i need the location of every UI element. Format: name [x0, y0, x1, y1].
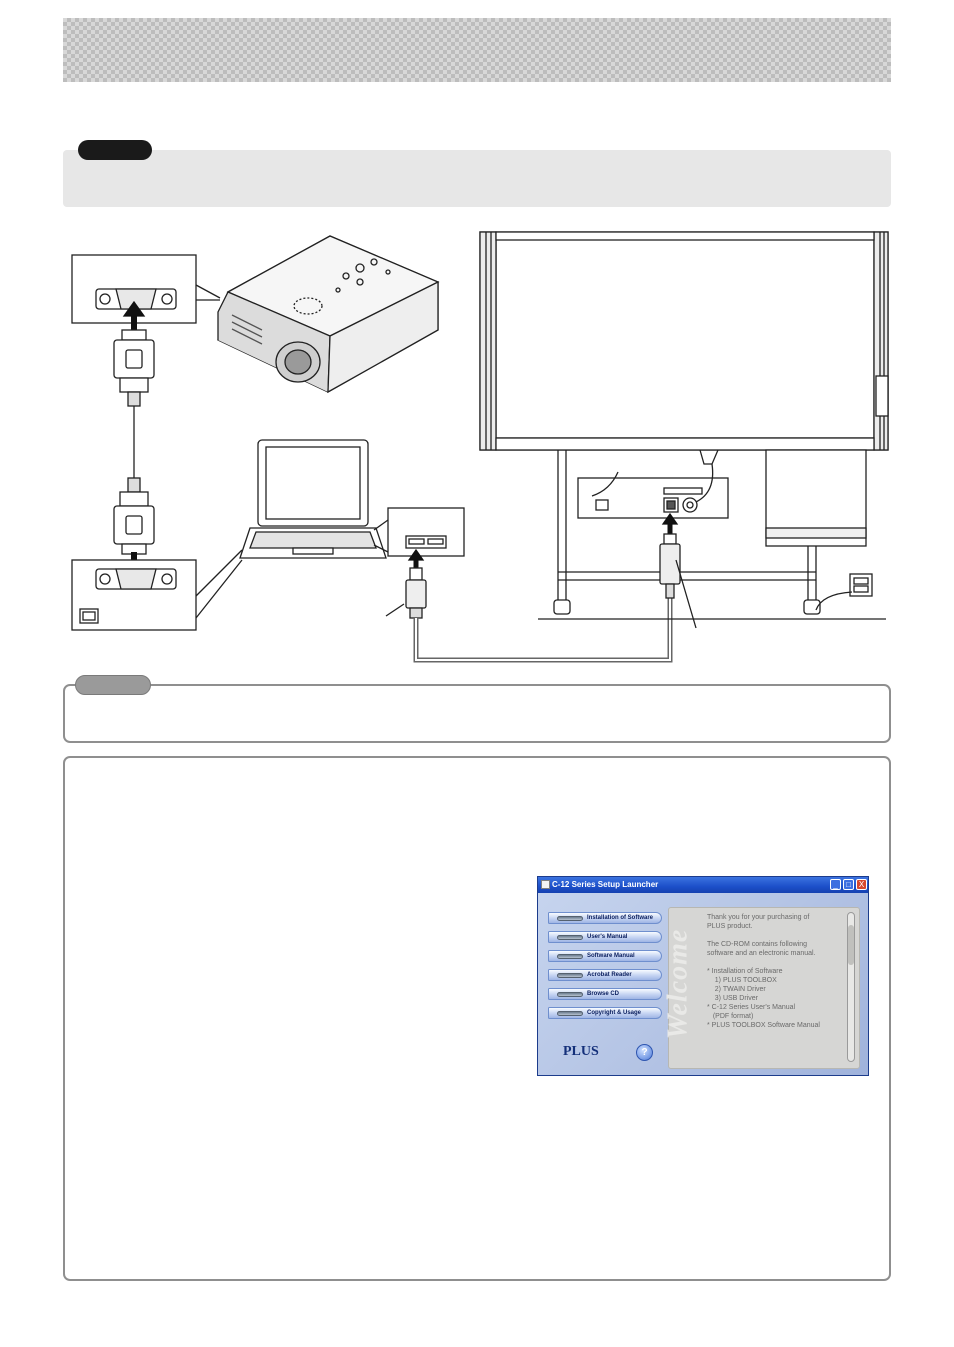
button-label: User's Manual [587, 934, 628, 940]
button-slot-icon [557, 1011, 583, 1016]
caution-box [63, 150, 891, 207]
installation-of-software-button[interactable]: Installation of Software [548, 912, 662, 924]
button-slot-icon [557, 935, 583, 940]
button-label: Installation of Software [587, 915, 654, 921]
connection-diagram [71, 231, 889, 663]
button-slot-icon [557, 992, 583, 997]
acrobat-reader-button[interactable]: Acrobat Reader [548, 969, 662, 981]
usb-port-callout [387, 507, 465, 557]
browse-cd-button[interactable]: Browse CD [548, 988, 662, 1000]
plus-logo: PLUS [563, 1044, 599, 1059]
button-label: Software Manual [587, 953, 635, 959]
button-label: Acrobat Reader [587, 972, 632, 978]
scrollbar-thumb[interactable] [848, 925, 854, 965]
button-label: Browse CD [587, 991, 620, 997]
projector-illustration [217, 235, 440, 394]
note-badge [75, 675, 151, 695]
welcome-watermark: Welcome [662, 928, 694, 1040]
help-icon[interactable]: ? [636, 1044, 653, 1061]
button-slot-icon [557, 954, 583, 959]
header-band [63, 18, 891, 82]
scrollbar[interactable] [847, 912, 855, 1062]
whiteboard-illustration [479, 231, 889, 620]
software-manual-button[interactable]: Software Manual [548, 950, 662, 962]
button-slot-icon [557, 973, 583, 978]
window-title: C-12 Series Setup Launcher [538, 877, 868, 893]
copyright-usage-button[interactable]: Copyright & Usage [548, 1007, 662, 1019]
users-manual-button[interactable]: User's Manual [548, 931, 662, 943]
note-box [63, 684, 891, 743]
laptop-illustration [239, 439, 387, 559]
launcher-body: Installation of Software User's Manual S… [538, 893, 868, 1075]
button-label: Copyright & Usage [587, 1010, 642, 1016]
welcome-panel: Welcome Thank you for your purchasing of… [662, 907, 860, 1069]
caution-badge [78, 140, 152, 160]
close-button[interactable]: X [856, 879, 867, 890]
welcome-text: Thank you for your purchasing of PLUS pr… [707, 914, 820, 1029]
setup-launcher-window: C-12 Series Setup Launcher _ □ X Install… [537, 876, 869, 1076]
app-icon [541, 880, 550, 889]
button-slot-icon [557, 916, 583, 921]
minimize-button[interactable]: _ [830, 879, 841, 890]
maximize-button[interactable]: □ [843, 879, 854, 890]
